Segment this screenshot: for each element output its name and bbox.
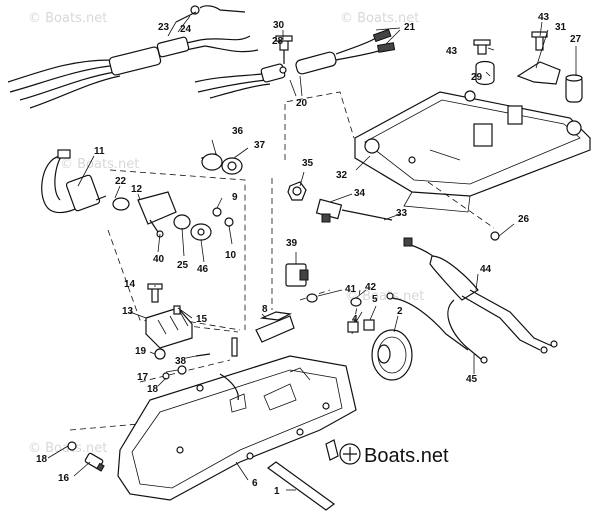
callout-46: 46 [197,264,209,275]
callout-2: 2 [397,306,403,317]
callout-21: 21 [404,22,416,33]
callout-32: 32 [336,170,348,181]
upper-cover-housing [354,90,591,213]
callout-19: 19 [135,346,147,357]
wiring-harness-right [386,231,558,364]
callout-29: 29 [471,72,483,83]
callout-24: 24 [180,24,192,35]
callout-30: 30 [273,20,285,31]
callout-36: 36 [232,126,244,137]
callout-16: 16 [58,473,70,484]
watermark: © Boats.net [345,289,424,304]
callout-38: 38 [175,356,187,367]
connector-assembly-top [194,28,396,99]
callout-18: 18 [36,454,48,465]
callout-17: 17 [137,372,149,383]
callout-15: 15 [196,314,208,325]
callout-25: 25 [177,260,189,271]
callout-41: 41 [345,284,357,295]
wiring-harness-upper-left [7,5,259,109]
leader-lines [47,15,577,491]
callout-9: 9 [232,192,238,203]
callout-37: 37 [254,140,266,151]
callout-39: 39 [286,238,298,249]
callout-10: 10 [225,250,237,261]
callout-43: 43 [538,12,550,23]
callout-labels: 1 2 4 5 6 8 9 10 11 12 13 14 15 16 17 18… [36,12,582,497]
callout-42: 42 [365,282,377,293]
watermark: © Boats.net [340,11,419,26]
terminal-block-group [145,283,243,383]
clamp-bracket-group [473,31,583,103]
brand-label: Boats.net [364,445,449,467]
callout-11: 11 [94,146,105,157]
callout-4: 4 [352,314,358,325]
callout-6: 6 [252,478,258,489]
lower-housing-tray [117,355,357,501]
switch-bracket-cluster [41,149,243,241]
callout-13: 13 [122,306,134,317]
watermark: © Boats.net [28,11,107,26]
callout-26: 26 [518,214,530,225]
callout-44: 44 [480,264,492,275]
callout-1: 1 [274,486,280,497]
brand-mark: Boats.net [339,443,449,467]
callout-23: 23 [158,22,170,33]
callout-43: 43 [446,46,458,57]
callout-5: 5 [372,294,378,305]
callout-14: 14 [124,279,136,290]
callout-31: 31 [555,22,567,33]
callout-40: 40 [153,254,165,265]
callout-33: 33 [396,208,408,219]
callout-12: 12 [131,184,143,195]
callout-20: 20 [296,98,308,109]
callout-28: 28 [272,36,284,47]
center-parts [255,181,413,381]
callout-22: 22 [115,176,127,187]
callout-45: 45 [466,374,478,385]
callout-8: 8 [262,304,268,315]
watermark-layer: © Boats.net © Boats.net © Boats.net © Bo… [28,11,424,456]
callout-27: 27 [570,34,582,45]
watermark: © Boats.net [60,157,139,172]
watermark: © Boats.net [28,441,107,456]
callout-18: 18 [147,384,159,395]
callout-35: 35 [302,158,314,169]
callout-34: 34 [354,188,366,199]
